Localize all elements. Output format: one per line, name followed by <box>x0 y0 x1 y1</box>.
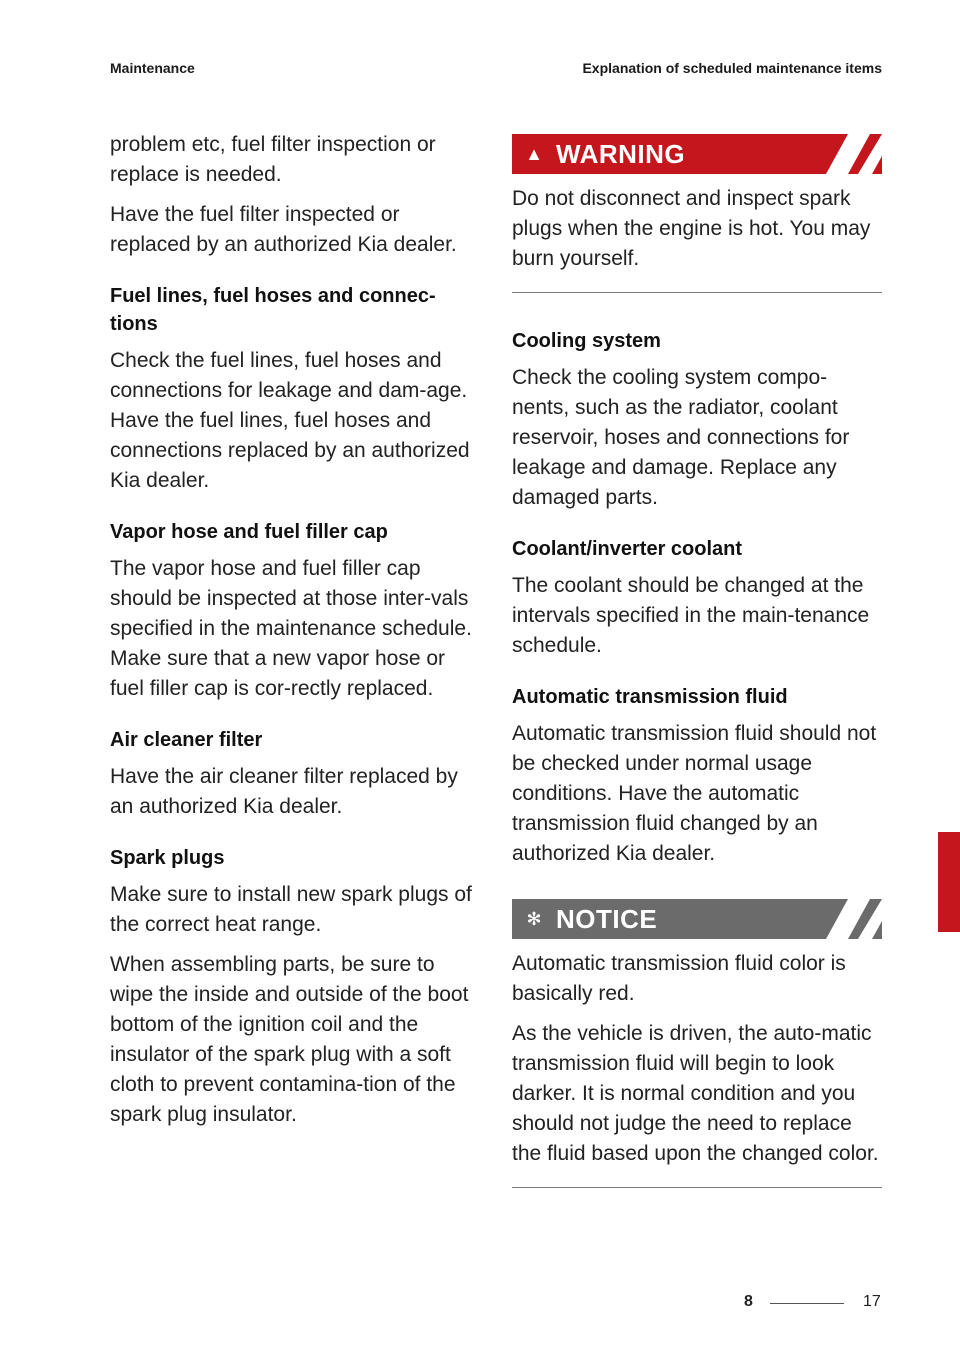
right-column: ▲ WARNING Do not disconnect and inspect … <box>512 130 882 1222</box>
air-cleaner-heading: Air cleaner filter <box>110 729 263 751</box>
asterisk-icon: ✻ <box>526 908 542 929</box>
notice-text-1: Automatic transmission fluid color is ba… <box>512 952 846 1005</box>
section-tab-marker <box>938 832 960 932</box>
spark-plugs-text-2: When assembling parts, be sure to wipe t… <box>110 953 469 1126</box>
fuel-lines-heading: Fuel lines, fuel hoses and connec-tions <box>110 285 436 335</box>
notice-bar: ✻ NOTICE <box>512 899 882 939</box>
header-page-title: Explanation of scheduled maintenance ite… <box>582 60 882 76</box>
notice-label: NOTICE <box>556 903 658 934</box>
atf-heading: Automatic transmission fluid <box>512 686 788 708</box>
warning-triangle-icon: ▲ <box>525 143 543 164</box>
notice-text-2: As the vehicle is driven, the auto-matic… <box>512 1022 879 1165</box>
fuel-filter-text-2: Have the fuel filter inspected or replac… <box>110 203 457 256</box>
fuel-lines-text: Check the fuel lines, fuel hoses and con… <box>110 349 470 492</box>
notice-divider <box>512 1187 882 1188</box>
left-column: problem etc, fuel filter inspection or r… <box>110 130 480 1140</box>
section-tab-number: 8 <box>944 912 956 934</box>
vapor-hose-text: The vapor hose and fuel filler cap shoul… <box>110 557 472 700</box>
coolant-text: The coolant should be changed at the int… <box>512 574 870 657</box>
footer-section-number: 8 <box>744 1293 753 1310</box>
stripes-decoration <box>826 899 882 939</box>
cooling-system-text: Check the cooling system compo-nents, su… <box>512 366 850 509</box>
header-section-title: Maintenance <box>110 60 195 76</box>
vapor-hose-heading: Vapor hose and fuel filler cap <box>110 521 388 543</box>
warning-text: Do not disconnect and inspect spark plug… <box>512 187 871 270</box>
stripes-decoration <box>826 134 882 174</box>
air-cleaner-text: Have the air cleaner filter replaced by … <box>110 765 458 818</box>
spark-plugs-heading: Spark plugs <box>110 847 225 869</box>
footer-page-number: 17 <box>863 1293 881 1310</box>
spark-plugs-text-1: Make sure to install new spark plugs of … <box>110 883 472 936</box>
warning-divider <box>512 292 882 293</box>
coolant-heading: Coolant/inverter coolant <box>512 538 743 560</box>
atf-text: Automatic transmission fluid should not … <box>512 722 877 865</box>
warning-label: WARNING <box>556 138 686 169</box>
fuel-filter-text-1: problem etc, fuel filter inspection or r… <box>110 133 436 186</box>
cooling-system-heading: Cooling system <box>512 330 661 352</box>
warning-bar: ▲ WARNING <box>512 134 882 174</box>
footer-divider <box>770 1303 844 1304</box>
